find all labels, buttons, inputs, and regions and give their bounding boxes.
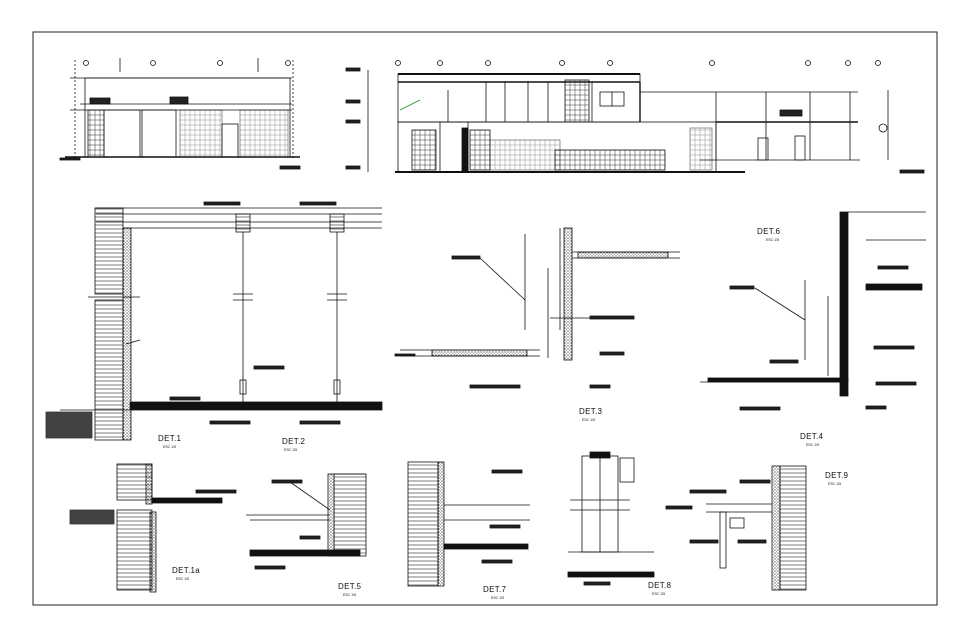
det1a-scale: ESC 1/5 bbox=[176, 577, 189, 581]
det6-scale: ESC 1/5 bbox=[766, 238, 779, 242]
det9-label: DET.9 bbox=[825, 471, 849, 480]
det2-label: DET.2 bbox=[282, 437, 306, 446]
det1-label: DET.1 bbox=[158, 434, 182, 443]
sheet-border bbox=[32, 31, 938, 606]
detail-9-drawing bbox=[665, 465, 807, 591]
det4-scale: ESC 1/5 bbox=[806, 443, 819, 447]
section-long bbox=[345, 60, 925, 174]
detail-3-drawing bbox=[394, 227, 680, 389]
det1a-label: DET.1a bbox=[172, 566, 200, 575]
det5-label: DET.5 bbox=[338, 582, 362, 591]
detail-8-drawing bbox=[567, 451, 655, 586]
det8-label: DET.8 bbox=[648, 581, 672, 590]
det1-scale: ESC 1/5 bbox=[163, 445, 176, 449]
detail-4-6-drawing bbox=[700, 211, 926, 411]
detail-1-2-drawing bbox=[45, 201, 383, 441]
det9-scale: ESC 1/5 bbox=[828, 482, 841, 486]
det7-label: DET.7 bbox=[483, 585, 507, 594]
det7-scale: ESC 1/5 bbox=[491, 596, 504, 600]
det4-label: DET.4 bbox=[800, 432, 824, 441]
det8-scale: ESC 1/5 bbox=[652, 592, 665, 596]
det3-scale: ESC 1/5 bbox=[582, 418, 595, 422]
det5-scale: ESC 1/5 bbox=[343, 593, 356, 597]
detail-5-drawing bbox=[246, 473, 367, 570]
elevation-left bbox=[59, 58, 301, 170]
detail-7-drawing bbox=[407, 461, 530, 587]
det2-scale: ESC 1/5 bbox=[284, 448, 297, 452]
det3-label: DET.3 bbox=[579, 407, 603, 416]
detail-1a-drawing bbox=[69, 463, 237, 593]
det6-label: DET.6 bbox=[757, 227, 781, 236]
